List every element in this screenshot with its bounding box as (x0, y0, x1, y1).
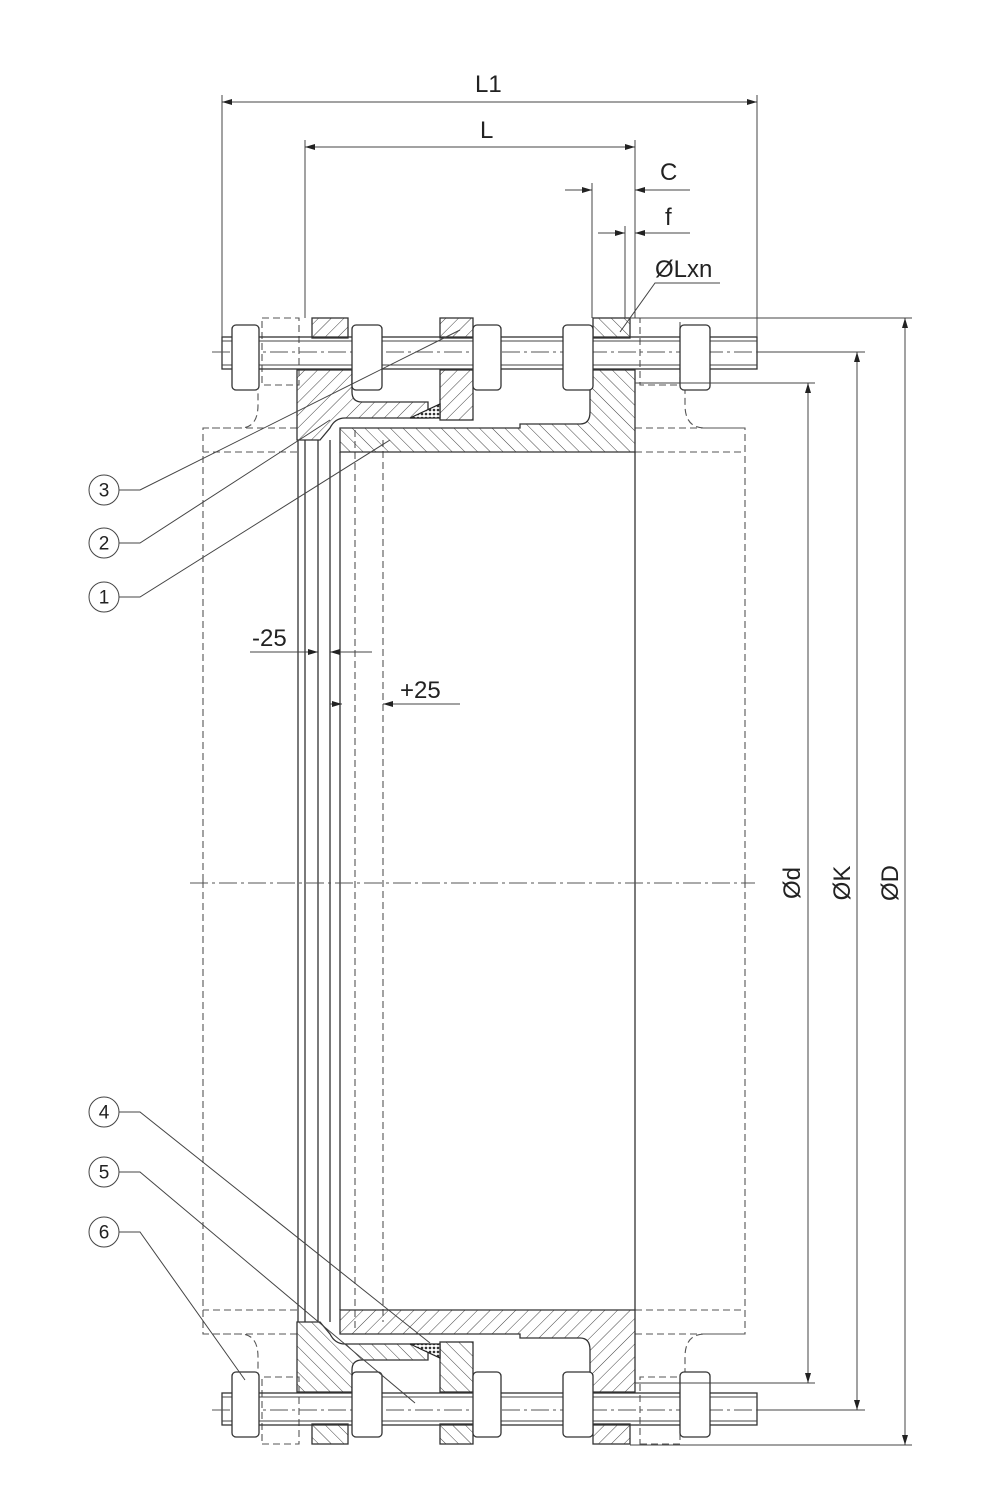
dim-label-f: f (665, 204, 672, 231)
dim-label-l1: L1 (475, 71, 502, 98)
svg-text:4: 4 (99, 1103, 110, 1124)
callout-4: 4 (88, 1096, 431, 1344)
leader-lxn (619, 282, 720, 333)
svg-text:2: 2 (99, 534, 110, 555)
callout-3: 3 (88, 329, 461, 506)
extension-lines (221, 95, 912, 1446)
callout-6: 6 (88, 1216, 246, 1381)
dim-label-c: C (660, 159, 677, 186)
top-flange-assembly (202, 317, 768, 882)
dim-label-minus25: -25 (252, 625, 287, 652)
svg-text:1: 1 (99, 588, 110, 609)
dim-label-l: L (480, 117, 493, 144)
dim-label-d-outer: ØD (877, 865, 904, 901)
svg-text:5: 5 (99, 1163, 110, 1184)
dim-label-d-inner: Ød (779, 867, 806, 899)
callout-2: 2 (88, 419, 331, 559)
dim-label-plus25: +25 (400, 677, 441, 704)
dim-label-k: ØK (829, 866, 856, 901)
callout-1: 1 (88, 439, 391, 613)
dim-label-lxn: ØLxn (655, 256, 712, 283)
callout-5: 5 (88, 1156, 416, 1404)
body-lines (190, 430, 755, 1330)
svg-text:6: 6 (99, 1223, 110, 1244)
bottom-flange-assembly (202, 880, 768, 1445)
svg-text:3: 3 (99, 481, 110, 502)
